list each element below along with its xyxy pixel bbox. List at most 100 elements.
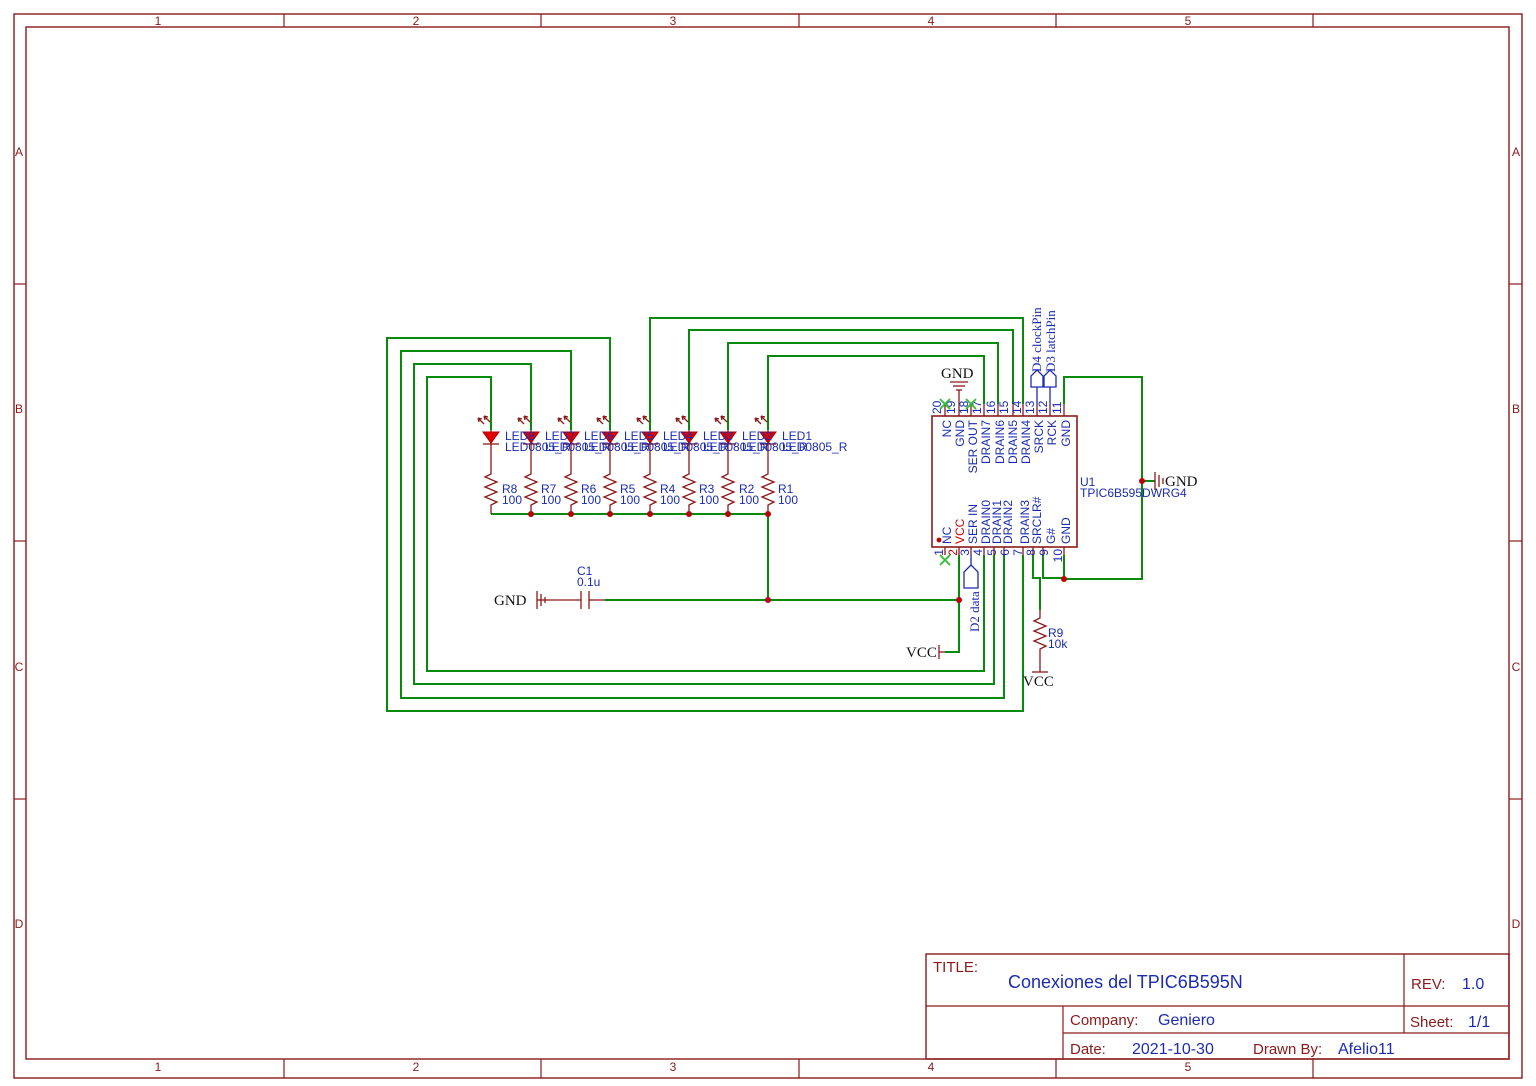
rev-value: 1.0 <box>1462 976 1484 993</box>
resistor-ref-label: R1 <box>778 482 794 496</box>
led-value-label: LED0805_R <box>545 440 611 454</box>
bottom-pin-leads <box>944 547 1065 555</box>
resistor-value-label: 100 <box>620 493 640 507</box>
capacitor-c1[interactable]: C1 0.1u <box>548 564 605 609</box>
pin-number: 10 <box>1051 549 1065 563</box>
pin-name: RCK <box>1045 420 1059 445</box>
led-value-label: LED0805_R <box>782 440 848 454</box>
row-label-right: D <box>1512 917 1521 931</box>
title-label: TITLE: <box>933 959 978 976</box>
led-symbol[interactable] <box>636 415 659 462</box>
led-symbol[interactable] <box>596 415 619 462</box>
led-symbol[interactable] <box>714 415 737 462</box>
pin-name: DRAIN4 <box>1019 420 1033 464</box>
drawn-by-label: Drawn By: <box>1253 1041 1322 1058</box>
pin-name: DRAIN3 <box>1018 500 1032 544</box>
column-label-bottom: 5 <box>1185 1060 1192 1074</box>
sheet-value: 1/1 <box>1468 1014 1490 1031</box>
net-label-data: D2 data <box>967 591 982 632</box>
pin-name: GND <box>1059 420 1073 447</box>
led-value-label: LED0805_R <box>663 440 729 454</box>
column-label-top: 4 <box>928 14 935 28</box>
pin-number: 5 <box>985 549 999 556</box>
led-ref-label: LED8 <box>505 429 535 443</box>
pin-number: 7 <box>1011 549 1025 556</box>
pin-name: GND <box>1059 517 1073 544</box>
gnd-symbol: GND <box>494 591 548 609</box>
row-label-right: C <box>1512 660 1521 674</box>
net-flag-clock: D4 clockPin <box>1029 307 1044 404</box>
resistor-symbol[interactable] <box>642 462 658 514</box>
drawn-by-value: Afelio11 <box>1338 1041 1395 1058</box>
led-symbol[interactable] <box>754 415 777 462</box>
resistor-ref-label: R6 <box>581 482 597 496</box>
resistor-ref-label: R9 <box>1048 626 1064 640</box>
resistor-symbol[interactable] <box>483 462 499 514</box>
rev-label: REV: <box>1411 976 1445 993</box>
net-label-clock: D4 clockPin <box>1029 307 1044 372</box>
top-pin-leads <box>944 404 1065 416</box>
pin-number: 4 <box>971 549 985 556</box>
gnd-symbol: GND <box>1154 472 1198 490</box>
resistor-value-label: 100 <box>739 493 759 507</box>
led-ref-label: LED6 <box>584 429 614 443</box>
resistor-value-label: 100 <box>778 493 798 507</box>
net-label-latch: D3 latchPin <box>1043 310 1058 372</box>
resistor-ref-label: R8 <box>502 482 518 496</box>
pin-number: 1 <box>932 549 946 556</box>
net-flag-latch: D3 latchPin <box>1043 310 1058 404</box>
pin-name: DRAIN6 <box>993 420 1007 464</box>
capacitor-value-label: 0.1u <box>577 575 600 589</box>
column-label-bottom: 3 <box>670 1060 677 1074</box>
pin-number: 14 <box>1010 400 1024 414</box>
led-value-label: LED0805_R <box>624 440 690 454</box>
resistor-symbol[interactable] <box>681 462 697 514</box>
resistor-symbol[interactable] <box>523 462 539 514</box>
resistor-symbol[interactable] <box>760 462 776 514</box>
led-value-label: LED0805_R <box>584 440 650 454</box>
gnd-label: GND <box>941 366 974 382</box>
gnd-label: GND <box>494 593 527 609</box>
capacitor-ref-label: C1 <box>577 564 593 578</box>
junction-dot <box>1061 576 1067 582</box>
column-label-bottom: 1 <box>155 1060 162 1074</box>
pin-number: 19 <box>944 400 958 414</box>
pin-name: SRCK <box>1032 420 1046 453</box>
pin-name: NC <box>940 526 954 544</box>
led-ref-label: LED4 <box>663 429 693 443</box>
led-value-label: LED0805_R <box>742 440 808 454</box>
pin-number: 3 <box>958 549 972 556</box>
resistor-symbol[interactable] <box>602 462 618 514</box>
led-symbol[interactable] <box>517 415 540 462</box>
led-symbol[interactable] <box>557 415 580 462</box>
wires <box>386 317 1155 712</box>
resistor-r9[interactable]: R9 10k <box>1032 610 1068 673</box>
junction-dot <box>765 597 771 603</box>
pin-number: 16 <box>984 400 998 414</box>
pin-number: 12 <box>1036 400 1050 414</box>
led-ref-label: LED5 <box>624 429 654 443</box>
row-label-left: D <box>15 917 24 931</box>
ic-u1[interactable]: 20 19 18 17 16 15 14 13 12 11 NC GND SER… <box>930 400 1187 562</box>
no-connect-markers <box>939 398 977 566</box>
row-label-left: A <box>15 145 23 159</box>
led-ref-label: LED3 <box>703 429 733 443</box>
junction-dot <box>1139 478 1145 484</box>
pin-name: NC <box>940 420 954 438</box>
company-value: Geniero <box>1158 1012 1215 1029</box>
led-symbol[interactable] <box>675 415 698 462</box>
resistor-ref-label: R3 <box>699 482 715 496</box>
resistor-symbol[interactable] <box>720 462 736 514</box>
pin-name: G# <box>1044 528 1058 544</box>
resistor-symbol[interactable] <box>563 462 579 514</box>
net-flag-data: D2 data <box>963 555 982 632</box>
vcc-symbol: VCC <box>906 645 945 661</box>
gnd-label: GND <box>1165 474 1198 490</box>
led-symbol[interactable] <box>477 415 500 462</box>
resistor-value-label: 100 <box>581 493 601 507</box>
pin-number: 6 <box>998 549 1012 556</box>
ic-ref-label: U1 <box>1080 475 1096 489</box>
resistor-value-label: 100 <box>502 493 522 507</box>
pin-name: VCC <box>953 518 967 544</box>
